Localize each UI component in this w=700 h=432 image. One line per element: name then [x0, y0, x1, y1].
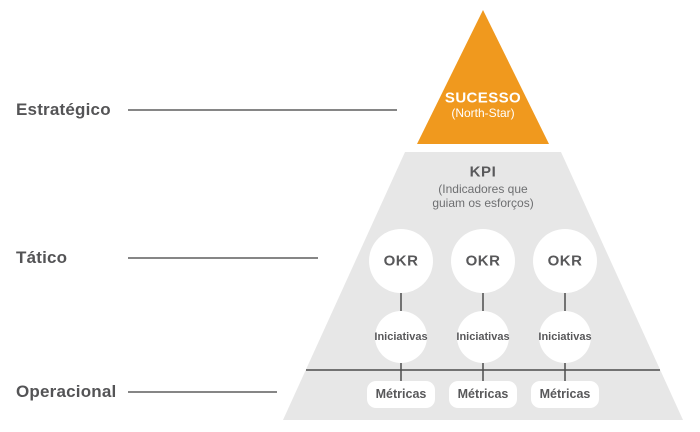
pyramid-top-triangle	[417, 10, 549, 144]
metric-label-3: Métricas	[539, 387, 591, 401]
okr-label-3: OKR	[547, 252, 583, 270]
metric-box-1	[367, 381, 435, 408]
initiative-circle-2	[457, 311, 509, 363]
initiative-label-1: Iniciativas	[374, 331, 428, 343]
success-subtitle: (North-Star)	[451, 106, 515, 120]
strategic-level-label: Estratégico	[16, 100, 111, 119]
okr-label-2: OKR	[465, 252, 501, 270]
metric-label-1: Métricas	[375, 387, 427, 401]
metric-box-3	[531, 381, 599, 408]
okr-circle-1	[369, 229, 433, 293]
initiative-circle-1	[375, 311, 427, 363]
tactical-level-label: Tático	[16, 248, 68, 267]
operational-level-label: Operacional	[16, 382, 117, 401]
metric-label-2: Métricas	[457, 387, 509, 401]
okr-label-1: OKR	[383, 252, 419, 270]
initiative-label-3: Iniciativas	[538, 331, 592, 343]
metric-box-2	[449, 381, 517, 408]
success-title: SUCESSO	[444, 89, 522, 107]
okr-circle-2	[451, 229, 515, 293]
initiative-circle-3	[539, 311, 591, 363]
initiative-label-2: Iniciativas	[456, 331, 510, 343]
kpi-subtitle: (Indicadores que guiam os esforços)	[432, 182, 534, 210]
kpi-title: KPI	[469, 163, 497, 181]
okr-circle-3	[533, 229, 597, 293]
